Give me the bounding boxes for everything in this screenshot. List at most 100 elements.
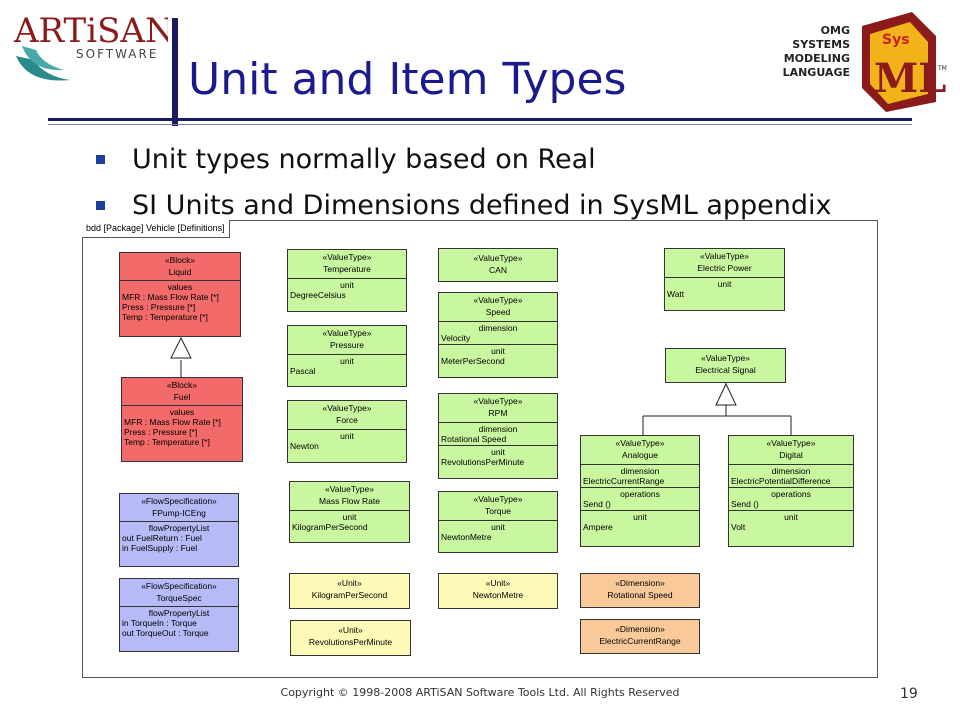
section-label: unit (340, 356, 354, 366)
block-liquid[interactable]: «Block» Liquid values MFR : Mass Flow Ra… (119, 252, 241, 337)
svg-text:ARTiSAN: ARTiSAN (13, 11, 168, 51)
svg-text:OMG: OMG (821, 24, 850, 37)
section-label: unit (342, 512, 357, 522)
svg-text:SOFTWARE: SOFTWARE (76, 47, 158, 61)
valuetype-temperature[interactable]: «ValueType» Temperature unit DegreeCelsi… (287, 249, 407, 312)
flowspec-stereotype: «FlowSpecification» (141, 581, 217, 591)
svg-text:MODELING: MODELING (784, 52, 850, 65)
valuetype-electrical-signal[interactable]: «ValueType» Electrical Signal (665, 348, 786, 383)
operation: Send () (731, 499, 759, 509)
page-number: 19 (900, 686, 918, 702)
dimension-section: dimension ElectricPotentialDifference (729, 464, 853, 487)
value-property: MFR : Mass Flow Rate [*] (124, 417, 221, 427)
valuetype-name: Torque (485, 506, 511, 516)
valuetype-digital[interactable]: «ValueType» Digital dimension ElectricPo… (728, 435, 854, 547)
unit-section: unit NewtonMetre (439, 520, 557, 543)
block-values: values MFR : Mass Flow Rate [*] Press : … (120, 280, 240, 323)
dimension-value: ElectricCurrentRange (583, 476, 665, 486)
dimension-section: dimension ElectricCurrentRange (581, 464, 699, 487)
section-label: operations (620, 489, 660, 499)
valuetype-name: Speed (485, 307, 511, 317)
bullet-text: SI Units and Dimensions defined in SysML… (132, 190, 832, 221)
unit-stereotype: «Unit» (338, 625, 363, 635)
value-property: Temp : Temperature [*] (122, 312, 208, 322)
unit-section: unit MeterPerSecond (439, 344, 557, 367)
valuetype-stereotype: «ValueType» (766, 438, 816, 448)
section-label: unit (340, 280, 354, 290)
valuetype-stereotype: «ValueType» (322, 328, 372, 338)
unit-value: MeterPerSecond (441, 356, 505, 366)
valuetype-name: Temperature (323, 264, 371, 274)
svg-text:LANGUAGE: LANGUAGE (783, 66, 850, 79)
valuetype-pressure[interactable]: «ValueType» Pressure unit Pascal (287, 325, 407, 387)
valuetype-stereotype: «ValueType» (473, 253, 523, 263)
unit-section: unit Pascal (288, 354, 406, 377)
title-accent-bar (172, 18, 178, 126)
bullet-marker (96, 155, 105, 164)
unit-section: unit DegreeCelsius (288, 278, 406, 301)
svg-text:Sys: Sys (882, 32, 910, 48)
valuetype-stereotype: «ValueType» (473, 295, 523, 305)
dimension-value: Velocity (441, 333, 471, 343)
unit-value: KilogramPerSecond (292, 522, 368, 532)
section-label: unit (340, 431, 354, 441)
diagram-frame-label: bdd [Package] Vehicle [Definitions] (82, 220, 230, 238)
svg-text:SYSTEMS: SYSTEMS (792, 38, 850, 51)
operations-section: operations Send () (729, 487, 853, 510)
flowspec-torquespec[interactable]: «FlowSpecification» TorqueSpec flowPrope… (119, 578, 239, 652)
unit-name: RevolutionsPerMinute (308, 637, 393, 647)
sysml-logo: OMG SYSTEMS MODELING LANGUAGE ML Sys TM (770, 6, 950, 116)
svg-text:TM: TM (937, 65, 947, 72)
unit-value: Newton (290, 441, 319, 451)
valuetype-stereotype: «ValueType» (473, 494, 523, 504)
section-label: operations (771, 489, 811, 499)
flowspec-fpump-iceng[interactable]: «FlowSpecification» FPump-ICEng flowProp… (119, 493, 239, 567)
value-property: Press : Pressure [*] (124, 427, 198, 437)
section-label: unit (633, 512, 647, 522)
flow-property: out TorqueOut : Torque (122, 628, 209, 638)
valuetype-force[interactable]: «ValueType» Force unit Newton (287, 400, 407, 463)
valuetype-stereotype: «ValueType» (700, 251, 749, 261)
valuetype-rpm[interactable]: «ValueType» RPM dimension Rotational Spe… (438, 393, 558, 479)
valuetype-name: Electrical Signal (695, 365, 756, 375)
valuetype-speed[interactable]: «ValueType» Speed dimension Velocity uni… (438, 292, 558, 378)
flow-property: out FuelReturn : Fuel (122, 533, 202, 543)
unit-name: KilogramPerSecond (311, 590, 388, 600)
valuetype-stereotype: «ValueType» (322, 403, 372, 413)
copyright-notice: Copyright © 1998-2008 ARTiSAN Software T… (280, 686, 680, 699)
valuetype-can[interactable]: «ValueType» CAN (438, 248, 558, 282)
unit-newton-metre[interactable]: «Unit» NewtonMetre (438, 573, 558, 609)
section-label: unit (717, 279, 732, 289)
section-label: unit (491, 522, 505, 532)
unit-value: RevolutionsPerMinute (441, 457, 525, 467)
block-stereotype: «Block» (164, 255, 196, 265)
dimension-rotational-speed[interactable]: «Dimension» Rotational Speed (580, 573, 700, 608)
section-label: values (167, 282, 193, 292)
block-name: Fuel (173, 392, 191, 402)
unit-value: Ampere (583, 522, 613, 532)
valuetype-electric-power[interactable]: «ValueType» Electric Power unit Watt (664, 248, 785, 311)
unit-kilogram-per-second[interactable]: «Unit» KilogramPerSecond (289, 573, 410, 609)
dimension-electric-current-range[interactable]: «Dimension» ElectricCurrentRange (580, 619, 700, 654)
unit-value: DegreeCelsius (290, 290, 346, 300)
unit-section: unit Watt (665, 277, 784, 300)
dimension-stereotype: «Dimension» (615, 578, 665, 588)
valuetype-name: Mass Flow Rate (319, 496, 380, 506)
block-fuel[interactable]: «Block» Fuel values MFR : Mass Flow Rate… (121, 377, 243, 462)
valuetype-stereotype: «ValueType» (322, 252, 372, 262)
dimension-section: dimension Velocity (439, 321, 557, 344)
valuetype-torque[interactable]: «ValueType» Torque unit NewtonMetre (438, 491, 558, 553)
unit-section: unit Newton (288, 429, 406, 452)
section-label: dimension (620, 466, 660, 476)
block-values: values MFR : Mass Flow Rate [*] Press : … (122, 405, 242, 448)
valuetype-mass-flow-rate[interactable]: «ValueType» Mass Flow Rate unit Kilogram… (289, 481, 410, 543)
dimension-stereotype: «Dimension» (615, 624, 665, 634)
artisan-logo: ARTiSAN SOFTWARE (8, 6, 175, 86)
unit-stereotype: «Unit» (485, 578, 511, 588)
unit-stereotype: «Unit» (337, 578, 362, 588)
valuetype-name: CAN (489, 265, 507, 275)
unit-revolutions-per-minute[interactable]: «Unit» RevolutionsPerMinute (290, 620, 411, 656)
page-title: Unit and Item Types (188, 54, 627, 105)
valuetype-analogue[interactable]: «ValueType» Analogue dimension ElectricC… (580, 435, 700, 547)
valuetype-name: RPM (488, 408, 508, 418)
